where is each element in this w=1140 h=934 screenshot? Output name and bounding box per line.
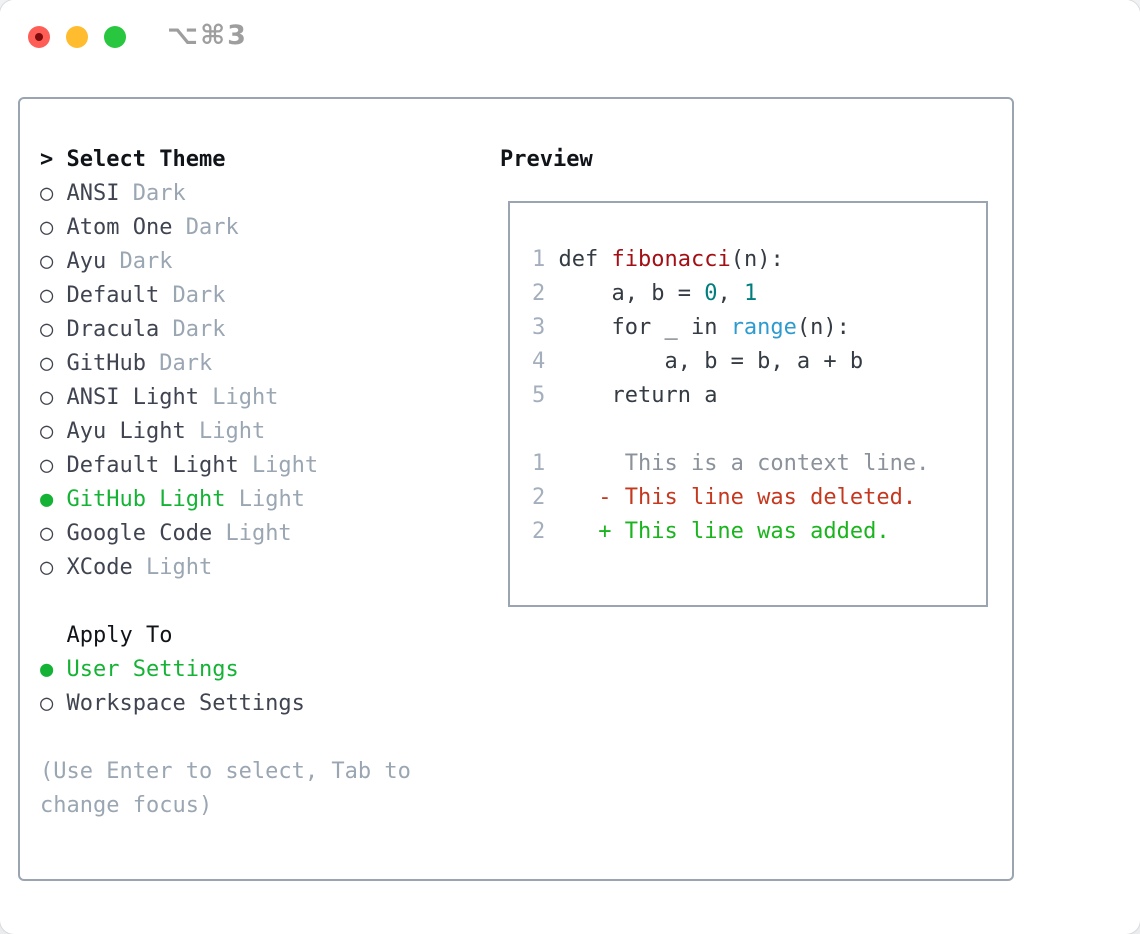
theme-option-default-light[interactable]: ○ Default Light Light bbox=[40, 453, 319, 478]
preview-column: Preview 1 def fibonacci(n): 2 a, b = 0, … bbox=[500, 143, 988, 607]
code-line: 2 a, b = 0, 1 bbox=[532, 281, 758, 306]
select-theme-header: > Select Theme bbox=[40, 143, 440, 177]
theme-option-github-dark[interactable]: ○ GitHub Dark bbox=[40, 351, 213, 376]
theme-list-column: > Select Theme ○ ANSI Dark ○ Atom One Da… bbox=[40, 143, 440, 823]
apply-option-workspace-settings[interactable]: ○ Workspace Settings bbox=[40, 691, 305, 716]
radio-icon: ○ bbox=[40, 181, 54, 206]
code-line: 4 a, b = b, a + b bbox=[532, 349, 864, 374]
radio-icon: ○ bbox=[40, 521, 54, 546]
window-title: ⌥⌘3 bbox=[167, 20, 248, 51]
keyboard-hint: (Use Enter to select, Tab to change focu… bbox=[40, 759, 425, 818]
theme-option-github-light[interactable]: ● GitHub Light Light bbox=[40, 487, 305, 512]
code-line: 1 def fibonacci(n): bbox=[532, 247, 784, 272]
radio-icon: ○ bbox=[40, 385, 54, 410]
preview-header: Preview bbox=[500, 147, 593, 172]
theme-option-atom-one-dark[interactable]: ○ Atom One Dark bbox=[40, 215, 239, 240]
diff-added-line: 2 + This line was added. bbox=[532, 519, 890, 544]
prompt-caret-icon: > bbox=[40, 147, 54, 172]
theme-option-ayu-dark[interactable]: ○ Ayu Dark bbox=[40, 249, 173, 274]
radio-icon: ○ bbox=[40, 555, 54, 580]
radio-icon: ○ bbox=[40, 351, 54, 376]
radio-selected-icon: ● bbox=[40, 657, 54, 682]
spacer bbox=[40, 721, 440, 755]
radio-icon: ○ bbox=[40, 249, 54, 274]
diff-deleted-line: 2 - This line was deleted. bbox=[532, 485, 917, 510]
radio-icon: ○ bbox=[40, 419, 54, 444]
theme-option-ansi-dark[interactable]: ○ ANSI Dark bbox=[40, 181, 186, 206]
zoom-button[interactable] bbox=[104, 26, 126, 48]
apply-option-user-settings[interactable]: ● User Settings bbox=[40, 657, 239, 682]
theme-option-default-dark[interactable]: ○ Default Dark bbox=[40, 283, 226, 308]
theme-option-dracula-dark[interactable]: ○ Dracula Dark bbox=[40, 317, 226, 342]
theme-option-ansi-light[interactable]: ○ ANSI Light Light bbox=[40, 385, 279, 410]
radio-icon: ○ bbox=[40, 215, 54, 240]
select-theme-title: Select Theme bbox=[66, 147, 226, 172]
apply-to-header: Apply To bbox=[66, 623, 173, 648]
radio-icon: ○ bbox=[40, 691, 54, 716]
titlebar: ⌥⌘3 bbox=[0, 0, 1140, 97]
preview-pane: 1 def fibonacci(n): 2 a, b = 0, 1 3 for … bbox=[508, 201, 988, 607]
radio-icon: ○ bbox=[40, 317, 54, 342]
theme-picker-panel: > Select Theme ○ ANSI Dark ○ Atom One Da… bbox=[18, 97, 1014, 881]
theme-option-ayu-light[interactable]: ○ Ayu Light Light bbox=[40, 419, 266, 444]
radio-selected-icon: ● bbox=[40, 487, 54, 512]
spacer bbox=[40, 585, 440, 619]
code-line: 5 return a bbox=[532, 383, 718, 408]
diff-context-line: 1 This is a context line. bbox=[532, 451, 930, 476]
radio-icon: ○ bbox=[40, 453, 54, 478]
traffic-lights bbox=[28, 26, 126, 48]
theme-option-xcode[interactable]: ○ XCode Light bbox=[40, 555, 213, 580]
close-modified-dot-icon bbox=[35, 33, 43, 41]
radio-icon: ○ bbox=[40, 283, 54, 308]
code-line: 3 for _ in range(n): bbox=[532, 315, 850, 340]
theme-option-google-code[interactable]: ○ Google Code Light bbox=[40, 521, 292, 546]
minimize-button[interactable] bbox=[66, 26, 88, 48]
close-button[interactable] bbox=[28, 26, 50, 48]
spacer bbox=[532, 413, 986, 447]
